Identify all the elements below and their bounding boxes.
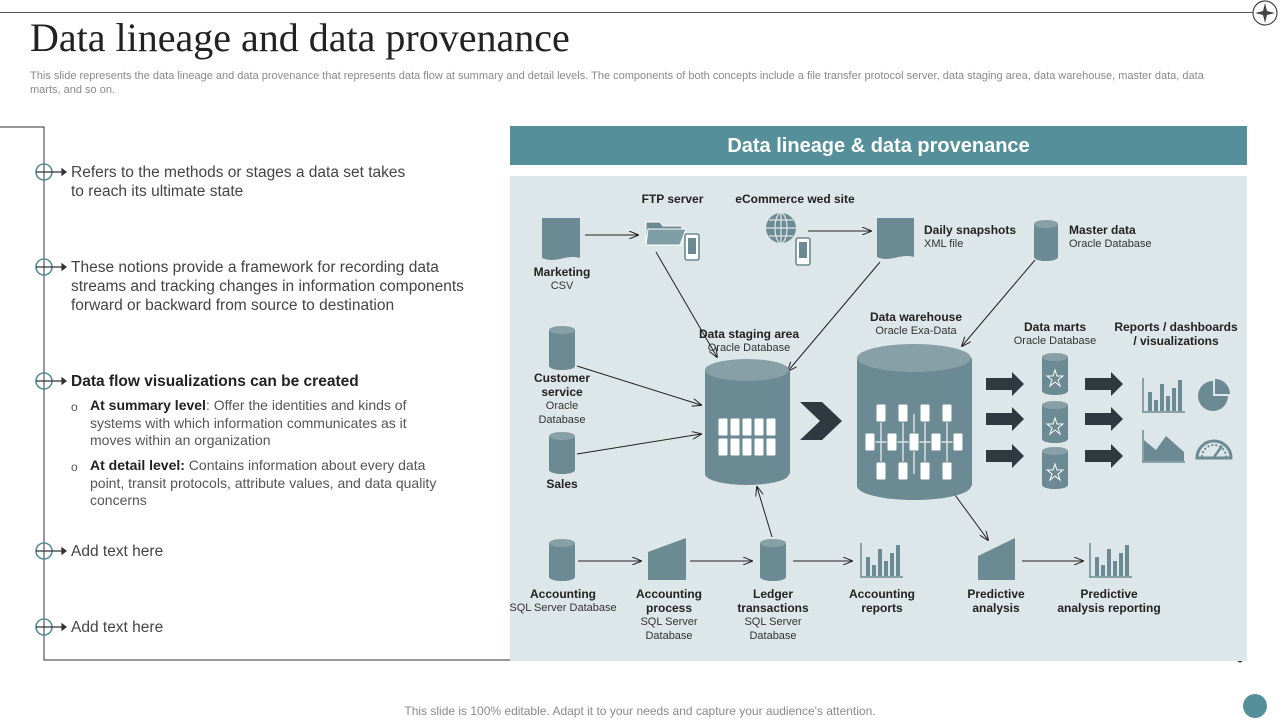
bullet-2: These notions provide a framework for re… — [71, 259, 464, 314]
bullet-1: Refers to the methods or stages a data s… — [71, 164, 406, 200]
bullet-4: Add text here — [71, 543, 164, 560]
sub-bullet-summary: At summary level: Offer the identities a… — [90, 397, 450, 450]
sub-bullet-detail: At detail level: Contains information ab… — [90, 457, 450, 510]
sub-bullet-text: Contains information about every data po… — [90, 457, 437, 508]
sub-bullet-marker: o — [71, 400, 78, 414]
sub-bullet-marker: o — [71, 460, 78, 474]
snapshots-file-icon — [877, 218, 914, 259]
marketing-file-icon — [542, 218, 580, 260]
page-title: Data lineage and data provenance — [30, 15, 570, 60]
globe-icon — [766, 212, 811, 266]
staging-area-db-icon — [705, 359, 790, 485]
data-marts-db-icon — [1042, 353, 1068, 489]
accounting-process-icon — [648, 538, 686, 580]
gauge-icon — [1195, 439, 1233, 460]
top-rule — [0, 12, 1256, 13]
sub-bullet-lead: At summary level — [90, 397, 206, 413]
ledger-db-icon — [760, 539, 786, 581]
corner-dot — [1243, 694, 1267, 718]
node-reports: Reports / dashboards/ visualizations — [1114, 320, 1238, 348]
accounting-reports-chart-icon — [860, 543, 903, 578]
sub-bullet-lead: At detail level: — [90, 457, 185, 473]
chevron-right-icon — [800, 402, 842, 440]
node-ftp: FTP server — [641, 192, 704, 206]
panel-title: Data lineage & data provenance — [510, 126, 1247, 165]
compass-icon — [1252, 0, 1278, 26]
node-sales: Sales — [546, 477, 578, 491]
node-ecommerce: eCommerce wed site — [735, 192, 855, 206]
page-subtitle: This slide represents the data lineage a… — [30, 70, 1204, 96]
bar-chart-icon — [1142, 378, 1185, 413]
ftp-server-icon — [645, 221, 700, 261]
footer-note: This slide is 100% editable. Adapt it to… — [404, 704, 876, 718]
bullet-3: Data flow visualizations can be created — [71, 373, 359, 390]
accounting-db-icon — [549, 539, 575, 581]
sales-db-icon — [549, 432, 575, 474]
mart-flow-arrows — [986, 372, 1123, 468]
customer-db-icon — [549, 326, 575, 370]
predictive-analysis-icon — [978, 538, 1015, 580]
predictive-reporting-chart-icon — [1089, 543, 1132, 578]
master-data-db-icon — [1034, 220, 1058, 261]
data-warehouse-db-icon — [857, 344, 972, 500]
bullet-5: Add text here — [71, 619, 164, 636]
flow-arrows — [576, 231, 1083, 561]
area-chart-icon — [1142, 430, 1185, 463]
sub-bullet-text: : Offer the identities and kinds of syst… — [90, 397, 407, 448]
pie-chart-icon — [1198, 379, 1230, 411]
